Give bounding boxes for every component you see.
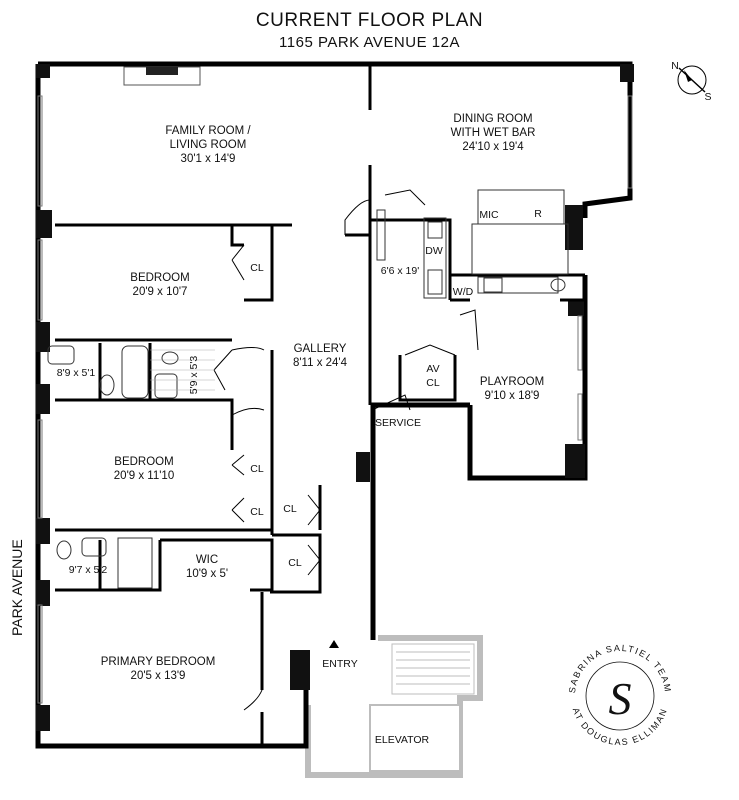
compass-south: S — [704, 91, 712, 103]
primary-bedroom-size: 20'5 x 13'9 — [130, 670, 186, 682]
bedroom-2-name: BEDROOM — [114, 456, 174, 468]
wic-size: 10'9 x 5' — [185, 568, 229, 580]
plan-title: CURRENT FLOOR PLAN — [255, 10, 484, 31]
closet-label: CL — [250, 463, 264, 475]
playroom-size: 9'10 x 18'9 — [484, 390, 540, 402]
refrigerator-label: R — [534, 208, 542, 220]
street-label: PARK AVENUE — [9, 539, 25, 636]
kitchen-fixtures — [376, 189, 569, 299]
door-swings — [213, 189, 479, 711]
bedroom-1-size: 20'9 x 10'7 — [132, 286, 188, 298]
interior-walls — [55, 64, 585, 746]
family-room-name: FAMILY ROOM / LIVING ROOM — [165, 125, 251, 151]
building-core — [305, 635, 483, 778]
bedroom-1-name: BEDROOM — [130, 272, 190, 284]
wic-name: WIC — [195, 554, 219, 566]
bath-3-size: 9'7 x 5'2 — [68, 564, 108, 576]
playroom-name: PLAYROOM — [479, 376, 545, 388]
closet-label: CL — [288, 557, 302, 569]
brand-seal-logo: SABRINA SALTIEL TEAM AT DOUGLAS ELLIMAN … — [567, 643, 671, 747]
closet-label: CL — [250, 506, 264, 518]
washer-dryer-label: W/D — [452, 286, 474, 298]
bath-1-size: 8'9 x 5'1 — [56, 367, 96, 379]
entry-label: ENTRY — [322, 658, 358, 670]
stair — [391, 643, 475, 695]
dining-room-name: DINING ROOM WITH WET BAR — [450, 113, 536, 139]
bath-2-size: 5'9 x 5'3 — [188, 355, 200, 395]
svg-text:S: S — [609, 673, 632, 724]
av-closet-label: AV CL — [426, 363, 440, 389]
tile-floor — [150, 349, 215, 391]
dishwasher-label: DW — [425, 245, 443, 257]
windows — [37, 95, 633, 704]
elevator-label: ELEVATOR — [374, 734, 430, 746]
closet-label: CL — [250, 262, 264, 274]
columns — [36, 64, 634, 731]
bedroom-2-size: 20'9 x 11'10 — [113, 470, 175, 482]
dining-room-size: 24'10 x 19'4 — [462, 141, 524, 153]
primary-bedroom-name: PRIMARY BEDROOM — [100, 656, 216, 668]
gallery-name: GALLERY — [293, 343, 347, 355]
entry-arrow — [329, 640, 339, 648]
family-room-size: 30'1 x 14'9 — [180, 153, 236, 165]
compass-icon — [677, 65, 707, 95]
kitchen-size: 6'6 x 19' — [380, 265, 420, 277]
service-label: SERVICE — [375, 417, 421, 429]
closet-label: CL — [283, 503, 297, 515]
microwave-label: MIC — [479, 209, 499, 221]
gallery-size: 8'11 x 24'4 — [292, 357, 348, 369]
bath-fixtures — [47, 277, 566, 589]
plan-subtitle: 1165 PARK AVENUE 12A — [279, 34, 460, 51]
compass-north: N — [671, 60, 679, 72]
